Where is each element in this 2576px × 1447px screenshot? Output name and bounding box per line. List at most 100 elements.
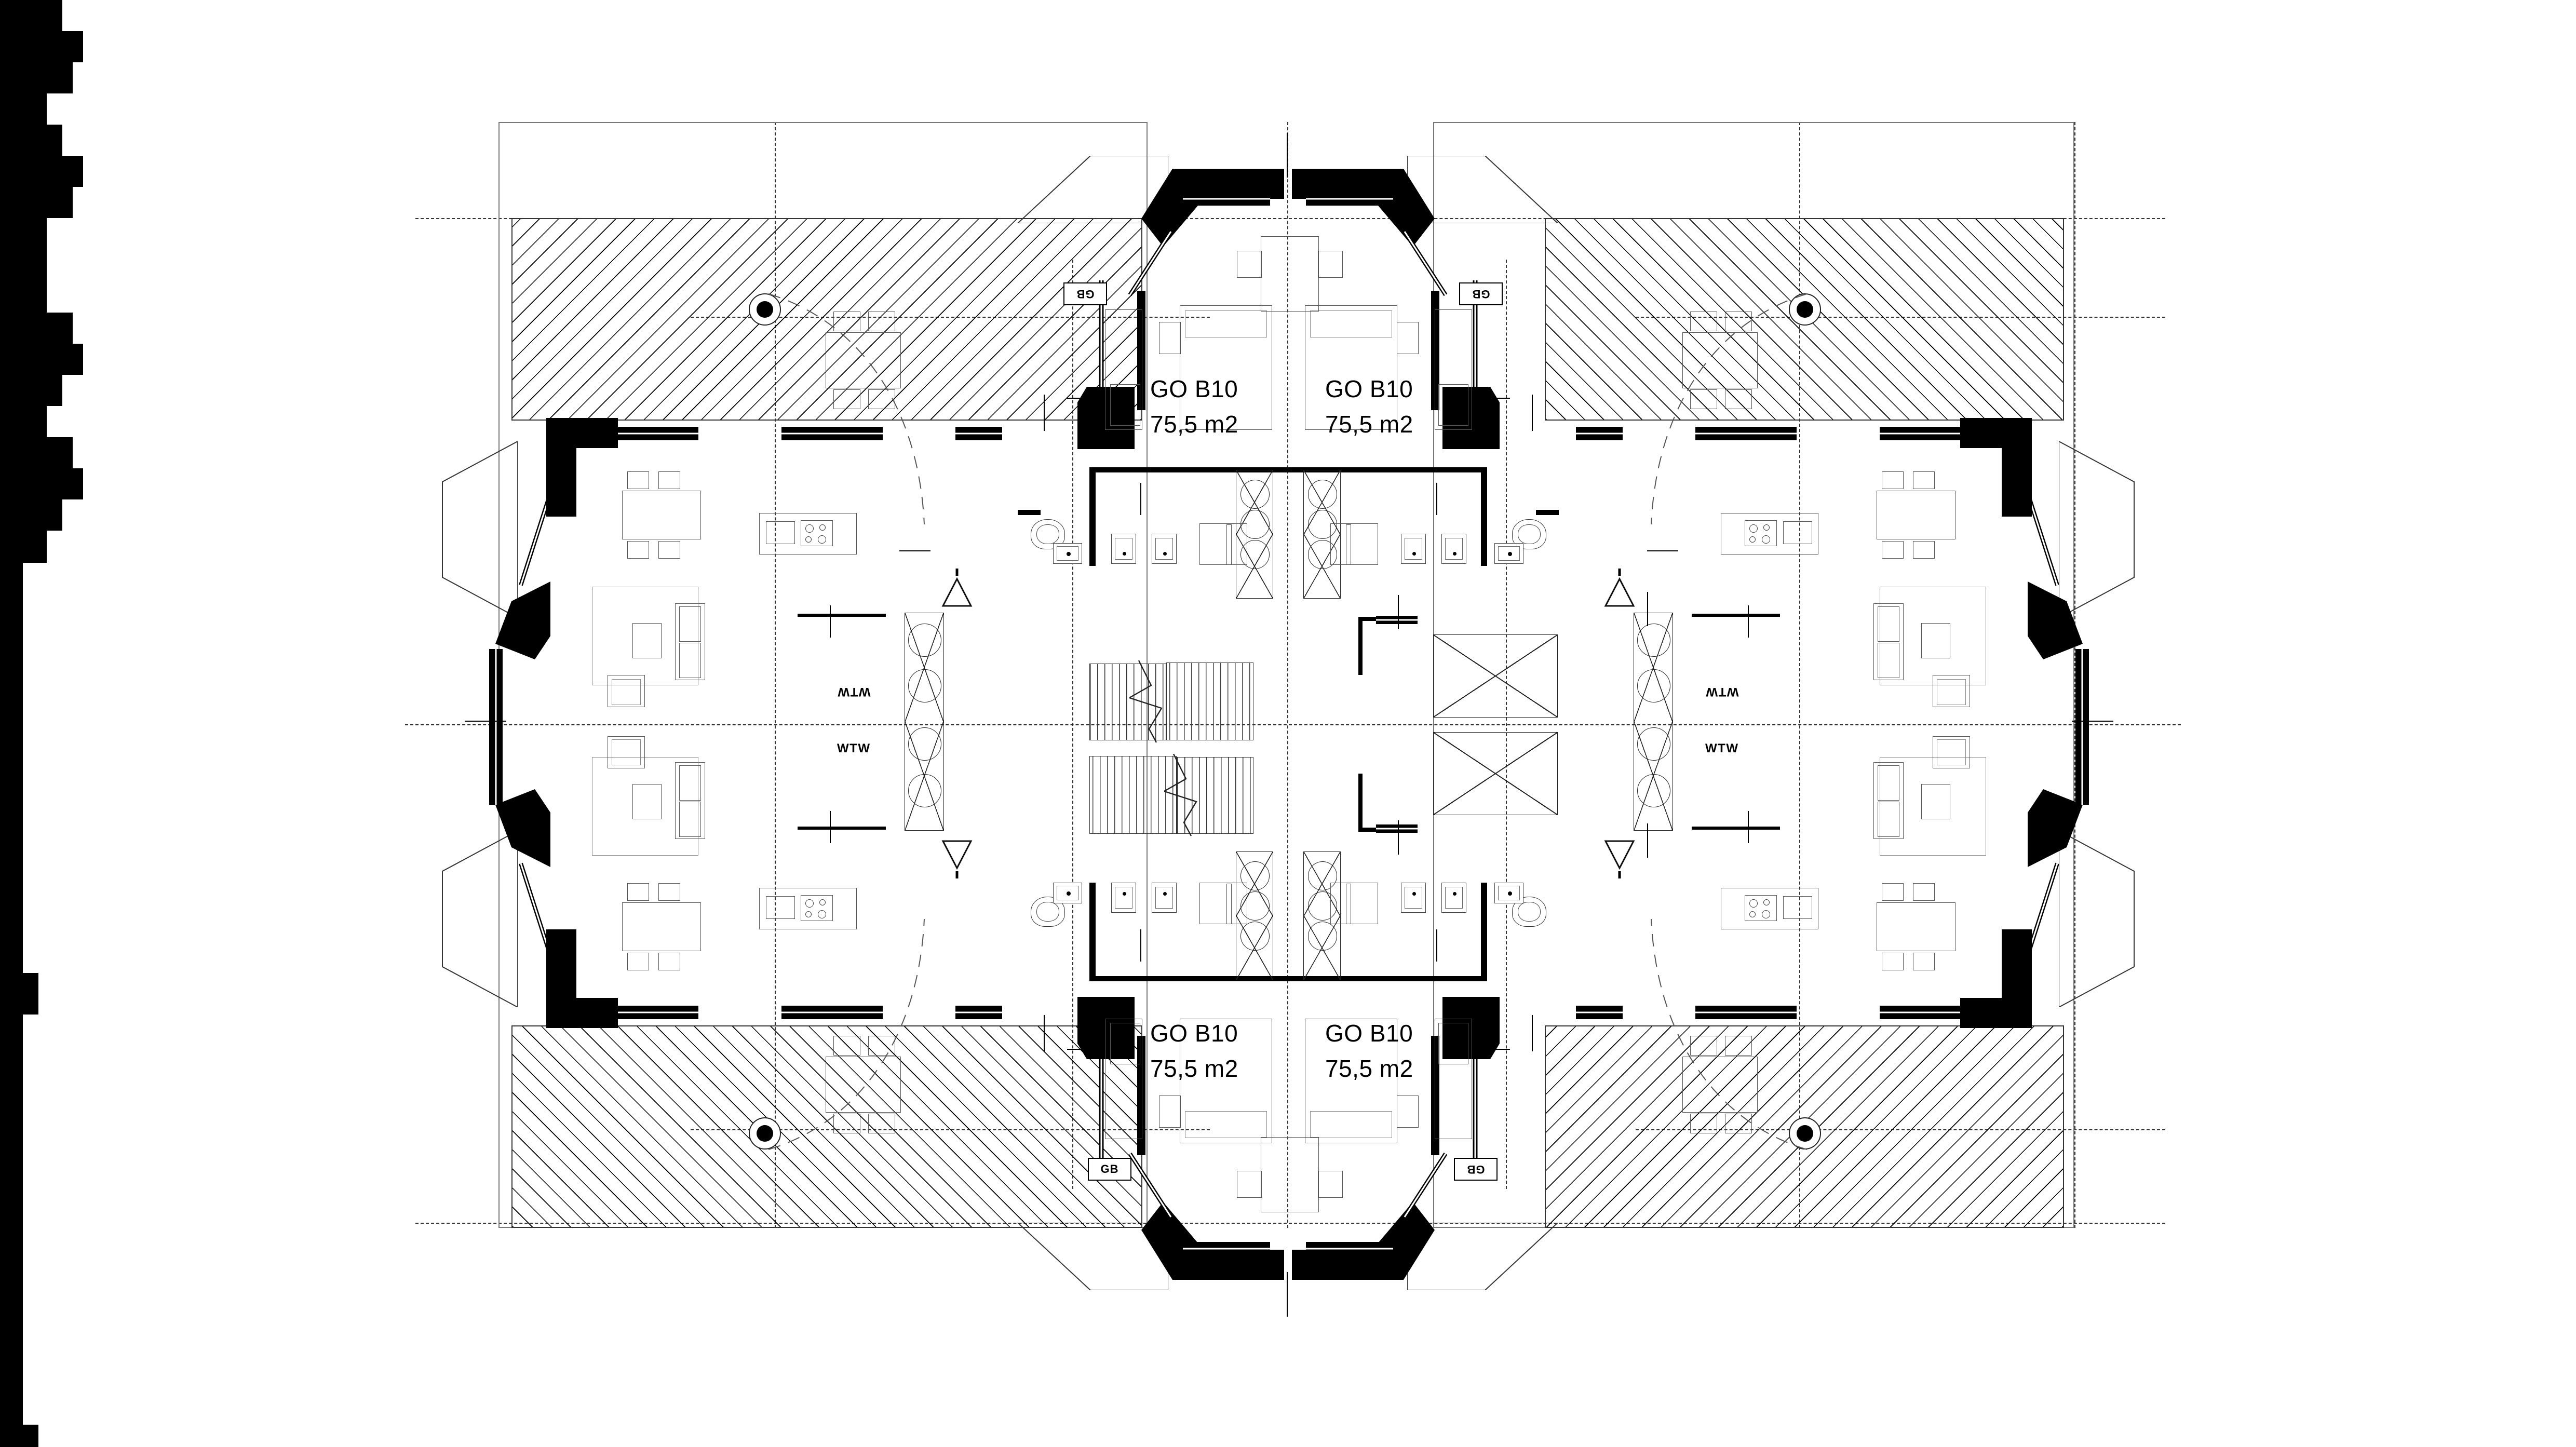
facade-pier [0,93,47,125]
dimension-tick [1287,1272,1288,1317]
wardrobe-drawer [1438,384,1468,426]
burner [818,535,826,544]
apartment-label-top-left: GO B10 [1150,375,1238,402]
wardrobe [1435,1019,1472,1139]
facade-glazing [955,427,1002,440]
bedroom-wall-vertical [1137,291,1145,410]
dimension-tick [1647,550,1678,551]
stair-break-line [1129,660,1163,743]
desk [1261,1137,1319,1212]
wardrobe-drawer [1110,1023,1140,1064]
door-tag-bottom-left[interactable]: GB [1088,1158,1131,1181]
dining-chair [1882,541,1904,559]
door-tag-bottom-right[interactable]: GB [1454,1158,1498,1181]
kitchen-sink [766,896,795,919]
outdoor-chair [1690,389,1717,409]
burner [1749,899,1758,908]
facade-pier [0,0,62,31]
dimension-tick [1474,398,1510,399]
wardrobe-drawer [1438,1023,1468,1064]
wardrobe [1435,309,1472,430]
kitchen-sink [1783,521,1812,544]
facade-glazing [1183,192,1270,206]
wtw-label-left-upper: WTW [837,685,871,699]
cooktop [1745,895,1777,921]
desk-chair [1318,251,1343,278]
stair-break-line [1164,754,1197,836]
kitchen-sink [1783,896,1812,919]
facade-glazing [1306,192,1393,206]
sofa [675,762,705,839]
apartment-label-bottom-left: GO B10 [1150,1020,1238,1047]
corner-column-angled [483,789,550,867]
bedroom-wall-vertical [1137,1036,1145,1155]
stair-treads [1089,664,1166,740]
facade-pier [0,62,73,93]
burner [1762,910,1770,918]
washbasin [1152,534,1177,564]
door-tag-top-right[interactable]: GB [1459,282,1503,305]
washbasin [1401,883,1426,913]
central-spine-wall [0,563,23,973]
central-spine-wall-cap [0,1425,38,1447]
bed-pillow [1185,1111,1267,1138]
washbasin [1111,883,1136,913]
dining-chair [1913,541,1935,559]
facade-glazing-angled [1397,228,1454,301]
sofa [1873,603,1904,680]
desk-chair [1318,1171,1343,1198]
terrace-top-left [511,218,1142,421]
facade-pier [0,156,83,187]
bed [1180,1019,1272,1143]
terrace-column [749,293,781,326]
dining-table [622,491,701,539]
toilet [1512,519,1546,549]
terrace-corner-facet [427,441,518,618]
burner [819,899,826,905]
armchair-seat [1937,739,1966,765]
dimension-tick [1067,1049,1103,1050]
facade-glazing [618,427,698,440]
central-spine-wall-cap [0,973,38,1015]
bedroom-corner-pier [1442,997,1500,1059]
facade-glazing [955,1006,1002,1019]
facade-glazing-angled [1122,1147,1179,1220]
burner [819,524,826,531]
lift-lobby-wall [1358,774,1363,831]
dimension-tick [899,550,930,551]
dining-chair [658,541,680,559]
kitchen-counter [1721,513,1818,555]
shower-enclosure [1199,883,1247,924]
dining-chair [658,953,680,970]
nightstand [1397,322,1419,354]
dining-chair [1913,883,1935,901]
shower-enclosure [1199,523,1247,565]
armchair-seat [612,679,641,705]
shoulder-wall-bottom-left [1141,1166,1284,1280]
bathroom-wall-thin [1481,467,1487,566]
burner [1749,911,1756,917]
burner [818,910,826,918]
tech-room-outline [798,827,886,830]
armchair [608,736,645,768]
terrace-corner-facet [427,831,518,1007]
dining-chair [627,953,649,970]
bed [1305,1019,1397,1143]
shower-enclosure [1330,883,1378,924]
terrace-column [749,1117,781,1150]
bathroom-wall-thin [1089,467,1484,472]
burner [805,899,814,908]
facade-pier [0,218,47,249]
bed-pillow [1185,310,1267,337]
dimension-tick [1140,929,1141,962]
door-tag-top-left[interactable]: GB [1063,282,1107,305]
dining-table [1877,902,1955,951]
grid-line-vertical [1287,122,1288,1228]
facade-glazing-angled [1122,228,1179,301]
sofa-cushion [1878,643,1899,678]
shoulder-wall-top-right [1292,169,1435,283]
facade-glazing-vertical [2075,649,2089,732]
armchair [1933,736,1970,768]
bed [1305,305,1397,430]
desk-chair [1237,1171,1262,1198]
